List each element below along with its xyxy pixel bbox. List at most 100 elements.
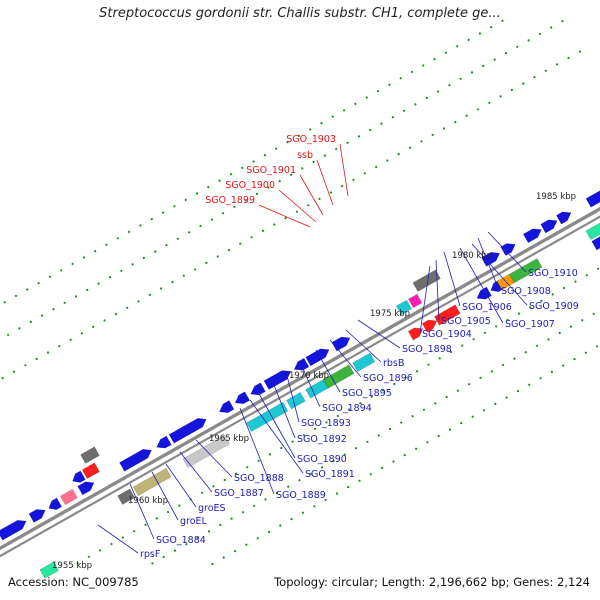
grid-dot	[286, 141, 289, 144]
label-leader-line	[339, 143, 349, 197]
gene-feature[interactable]	[72, 470, 86, 483]
gene-feature[interactable]	[286, 392, 306, 410]
gene-label[interactable]: SGO_1905	[441, 316, 491, 327]
gene-feature[interactable]	[77, 481, 95, 496]
gene-feature[interactable]	[168, 418, 207, 444]
gene-feature[interactable]	[407, 327, 424, 341]
gene-feature[interactable]	[39, 561, 60, 579]
gene-feature[interactable]	[476, 286, 492, 300]
kbp-label: 1965 kbp	[209, 434, 249, 444]
gene-label[interactable]: SGO_1899	[205, 195, 255, 206]
gene-feature[interactable]	[81, 462, 100, 479]
grid-dot	[298, 479, 301, 482]
gene-feature[interactable]	[322, 364, 355, 389]
gene-feature[interactable]	[412, 269, 441, 292]
gene-label[interactable]: rbsB	[383, 358, 404, 369]
gene-label[interactable]: SGO_1895	[342, 388, 392, 399]
grid-dot	[46, 351, 50, 354]
gene-feature[interactable]	[352, 352, 376, 372]
grid-dot	[26, 288, 29, 291]
grid-dot	[176, 237, 179, 240]
gene-label[interactable]: SGO_1890	[297, 454, 347, 465]
gene-label[interactable]: groEL	[180, 516, 208, 527]
gene-feature[interactable]	[500, 243, 516, 256]
grid-dot	[391, 116, 394, 119]
grid-dot	[69, 338, 72, 341]
gene-feature[interactable]	[585, 180, 600, 208]
gene-feature[interactable]	[540, 219, 558, 234]
grid-dot	[87, 555, 90, 558]
gene-feature[interactable]	[117, 488, 136, 505]
gene-label[interactable]: SGO_1900	[225, 180, 275, 191]
gene-feature[interactable]	[234, 391, 251, 405]
gene-feature[interactable]	[293, 357, 310, 371]
gene-label[interactable]: SGO_1901	[246, 165, 296, 176]
gene-label[interactable]: SGO_1898	[402, 344, 452, 355]
grid-dot	[178, 504, 181, 507]
gene-feature[interactable]	[48, 497, 63, 510]
grid-dot	[284, 217, 287, 220]
gene-feature[interactable]	[508, 258, 543, 284]
gene-label[interactable]: SGO_1903	[286, 134, 336, 145]
grid-dot	[275, 491, 278, 495]
gene-label[interactable]: ssb	[297, 150, 313, 161]
gene-label-layer[interactable]: SGO_1903ssbSGO_1901SGO_1900SGO_1899SGO_1…	[140, 134, 579, 560]
gene-feature[interactable]	[305, 348, 330, 367]
gene-label[interactable]: SGO_1893	[301, 418, 351, 429]
gene-feature[interactable]	[421, 319, 438, 333]
gene-feature[interactable]	[119, 449, 152, 472]
grid-dot	[354, 102, 357, 105]
grid-dot	[273, 223, 276, 226]
grid-dot	[133, 530, 136, 533]
gene-label[interactable]: SGO_1907	[505, 319, 555, 330]
grid-dot	[211, 562, 214, 566]
gene-feature-layer[interactable]	[0, 146, 600, 579]
gene-feature[interactable]	[132, 467, 172, 497]
gene-label[interactable]: SGO_1894	[322, 403, 372, 414]
gene-feature[interactable]	[0, 519, 27, 541]
gene-feature[interactable]	[522, 228, 542, 244]
gene-feature[interactable]	[59, 488, 78, 506]
gene-label[interactable]: SGO_1904	[422, 329, 472, 340]
gene-feature[interactable]	[556, 211, 572, 225]
gene-feature[interactable]	[263, 370, 292, 390]
gene-label[interactable]: groES	[198, 503, 226, 514]
grid-dot	[490, 26, 493, 29]
gene-feature[interactable]	[80, 446, 100, 464]
gene-feature[interactable]	[408, 293, 423, 309]
gene-feature[interactable]	[434, 304, 461, 326]
label-leader-line	[316, 159, 334, 206]
grid-dot	[48, 275, 52, 278]
gene-feature[interactable]	[585, 222, 600, 240]
grid-dot	[347, 486, 350, 489]
gene-label[interactable]: rpsF	[140, 549, 160, 560]
kbp-label: 1955 kbp	[52, 561, 92, 571]
gene-label[interactable]: SGO_1906	[462, 302, 512, 313]
gene-label[interactable]: SGO_1884	[156, 535, 206, 546]
gene-feature[interactable]	[246, 401, 289, 432]
gene-label[interactable]: SGO_1896	[363, 373, 413, 384]
gene-label[interactable]: SGO_1910	[528, 268, 578, 279]
gene-feature[interactable]	[331, 336, 351, 352]
kbp-label: 1975 kbp	[370, 309, 410, 319]
gene-label[interactable]: SGO_1888	[234, 473, 284, 484]
gene-feature[interactable]	[28, 509, 46, 523]
gene-feature[interactable]	[250, 382, 266, 396]
gene-feature[interactable]	[481, 252, 501, 267]
gene-feature[interactable]	[395, 299, 412, 316]
label-leader-line	[165, 463, 197, 508]
gene-feature[interactable]	[182, 434, 230, 468]
gene-feature[interactable]	[219, 400, 235, 413]
gene-label[interactable]: SGO_1887	[214, 488, 264, 499]
gene-label[interactable]: SGO_1889	[276, 490, 326, 501]
grid-dot	[37, 282, 40, 285]
gene-label[interactable]: SGO_1908	[501, 286, 551, 297]
grid-dot	[355, 447, 358, 450]
gene-label[interactable]: SGO_1909	[529, 301, 579, 312]
gene-label[interactable]: SGO_1891	[305, 469, 355, 480]
label-leader-line	[97, 524, 139, 554]
gene-feature[interactable]	[156, 435, 172, 449]
gene-label[interactable]: SGO_1892	[297, 434, 347, 445]
gene-feature[interactable]	[591, 215, 600, 251]
